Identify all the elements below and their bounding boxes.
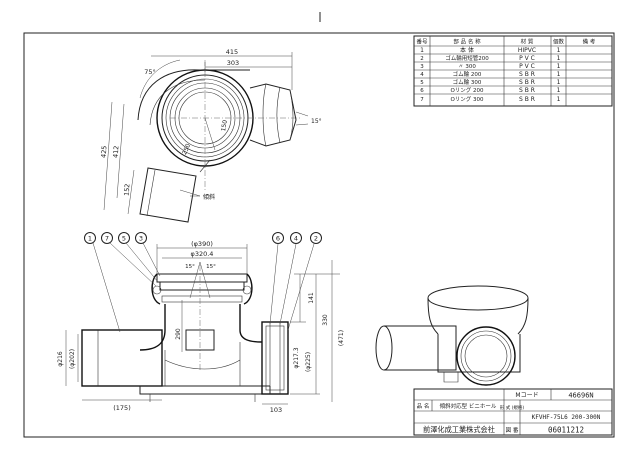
- balloon: 7: [101, 232, 157, 287]
- dim-290: 290: [175, 328, 182, 340]
- table-row: 2 ゴム輪用短管200 P V C 1: [420, 54, 560, 62]
- table-row: 1 本 体 HIPVC 1: [420, 46, 561, 54]
- drawing-no-label: 図 番: [506, 427, 519, 434]
- svg-text:1: 1: [557, 79, 561, 86]
- dim-103: 103: [270, 406, 282, 414]
- svg-text:S B R: S B R: [519, 96, 535, 103]
- dim-225: (φ225): [305, 352, 312, 372]
- dim-320: φ320.4: [191, 250, 214, 258]
- svg-text:5: 5: [122, 235, 126, 243]
- dim-471: (471): [338, 330, 345, 346]
- dim-412: 412: [111, 145, 120, 158]
- th-note: 備 考: [583, 38, 596, 46]
- isometric-view: [375, 285, 529, 386]
- svg-text:S B R: S B R: [519, 71, 535, 78]
- dim-152: 152: [122, 183, 131, 196]
- svg-text:S B R: S B R: [519, 79, 535, 86]
- svg-text:7: 7: [420, 97, 424, 103]
- dim-250: 250: [181, 143, 192, 157]
- svg-text:1: 1: [557, 47, 561, 54]
- table-row: 3 〃 300 P V C 1: [420, 63, 560, 70]
- dim-390: (φ390): [191, 240, 213, 248]
- th-name: 部 品 名 称: [453, 38, 481, 46]
- slope-note: 傾斜: [203, 193, 215, 201]
- balloon: 6: [269, 232, 284, 325]
- dim-141: 141: [308, 292, 315, 304]
- dim-15a: 15°: [185, 264, 195, 270]
- dim-330: 330: [322, 314, 329, 326]
- model-value: KFVHF-75L6 200-300N: [532, 414, 601, 421]
- balloon: 3: [135, 232, 161, 277]
- title-block: Mコード 46696N 品 名 傾斜対応型 ビニホール 形 式 (規格) KFV…: [413, 388, 613, 436]
- svg-text:1: 1: [88, 235, 92, 243]
- svg-text:2: 2: [420, 56, 424, 62]
- th-material: 材 質: [521, 38, 534, 46]
- sheet-border: [23, 32, 615, 438]
- table-row: 6 Oリング 200 S B R 1: [420, 86, 560, 94]
- svg-text:3: 3: [139, 235, 143, 243]
- dim-202: (φ202): [69, 349, 76, 369]
- svg-text:本 体: 本 体: [460, 46, 474, 54]
- dim-216: φ216: [57, 351, 64, 367]
- code-value: 46696N: [568, 392, 593, 400]
- table-row: 7 Oリング 300 S B R 1: [420, 95, 560, 103]
- parts-table: 番号 部 品 名 称 材 質 個数 備 考 1 本 体 HIPVC 1 2 ゴム…: [413, 35, 613, 107]
- svg-text:Oリング 300: Oリング 300: [450, 95, 484, 103]
- svg-text:4: 4: [294, 235, 298, 243]
- drawing-no-value: 06011212: [548, 426, 584, 435]
- dim-303: 303: [227, 59, 239, 67]
- svg-text:6: 6: [420, 88, 424, 94]
- svg-text:1: 1: [557, 55, 561, 62]
- dim-15deg: 15°: [311, 118, 322, 125]
- svg-text:1: 1: [557, 87, 561, 94]
- svg-text:1: 1: [557, 96, 561, 103]
- svg-text:3: 3: [420, 64, 424, 70]
- balloon: 5: [118, 232, 159, 283]
- svg-text:S B R: S B R: [519, 87, 535, 94]
- svg-text:6: 6: [276, 235, 280, 243]
- table-row: 4 ゴム輪 200 S B R 1: [420, 70, 560, 78]
- balloon: 2: [287, 232, 322, 331]
- balloon: 4: [279, 232, 302, 325]
- dim-425: 425: [99, 145, 108, 158]
- dim-150: 150: [220, 119, 229, 132]
- svg-text:5: 5: [420, 80, 424, 86]
- svg-text:Oリング 200: Oリング 200: [450, 86, 484, 94]
- svg-text:1: 1: [557, 71, 561, 78]
- model-label: 形 式 (規格): [500, 404, 525, 411]
- dim-175: (175): [113, 404, 130, 412]
- svg-text:2: 2: [314, 235, 318, 243]
- svg-text:1: 1: [557, 63, 561, 70]
- svg-text:4: 4: [420, 72, 424, 78]
- section-view: (φ390) φ320.4 15° 15° 290 141 330 (471) …: [57, 232, 345, 414]
- svg-text:P V C: P V C: [519, 63, 535, 70]
- th-qty: 個数: [553, 38, 565, 46]
- svg-text:ゴム輪用短管200: ゴム輪用短管200: [445, 54, 489, 62]
- dim-2173: φ217.3: [293, 347, 300, 368]
- svg-text:ゴム輪 300: ゴム輪 300: [453, 78, 482, 86]
- company-name: 前澤化成工業株式会社: [423, 425, 495, 434]
- svg-text:HIPVC: HIPVC: [518, 47, 536, 54]
- dim-15b: 15°: [206, 264, 216, 270]
- svg-text:ゴム輪 200: ゴム輪 200: [453, 70, 482, 78]
- svg-text:1: 1: [420, 47, 424, 54]
- table-row: 5 ゴム輪 300 S B R 1: [420, 78, 560, 86]
- dim-415: 415: [226, 48, 238, 56]
- dim-75deg: 75°: [144, 68, 156, 76]
- name-value: 傾斜対応型 ビニホール: [440, 402, 497, 410]
- code-label: Mコード: [515, 392, 538, 399]
- name-label: 品 名: [417, 402, 430, 410]
- svg-text:7: 7: [105, 235, 109, 243]
- svg-text:〃 300: 〃 300: [458, 64, 476, 70]
- plan-view: 415 303 75° 425 412 152 150 250 15° 傾斜: [99, 48, 322, 223]
- svg-text:P V C: P V C: [519, 55, 535, 62]
- th-no: 番号: [416, 39, 428, 46]
- balloon: 1: [84, 232, 121, 333]
